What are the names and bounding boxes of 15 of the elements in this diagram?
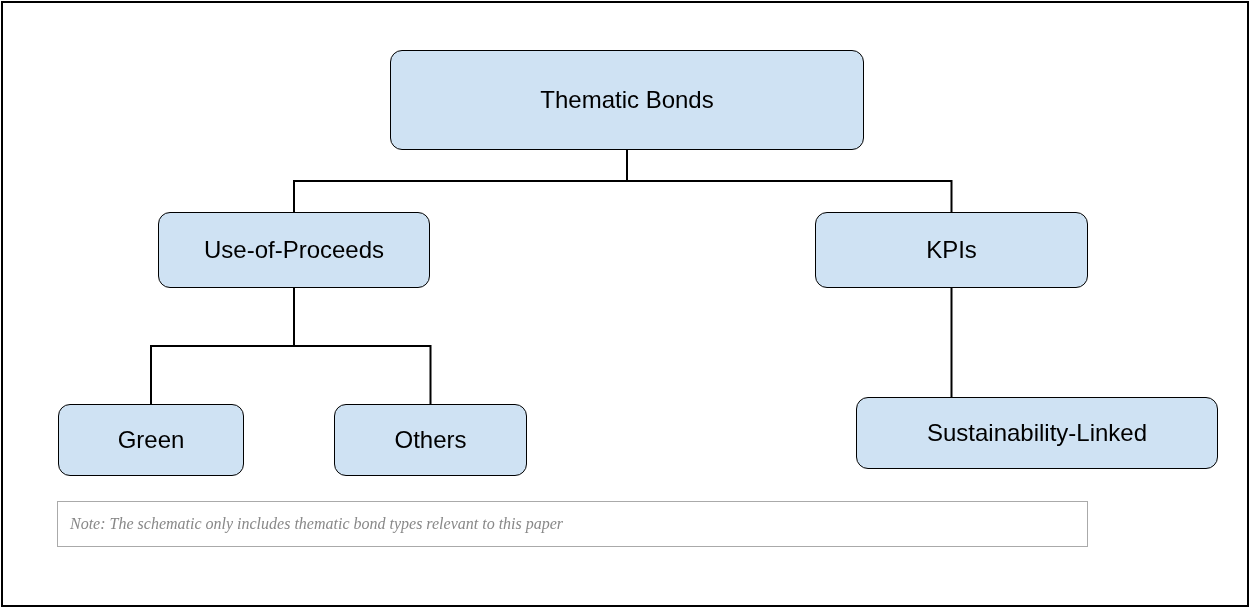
node-label: Thematic Bonds [540,86,714,114]
node-label: Green [117,426,185,454]
category-box [158,212,430,288]
connector-line [293,287,432,405]
node-label: KPIs [926,236,977,264]
node-label: Sustainability-Linked [926,419,1148,447]
connector-line [950,287,953,398]
category-box [58,404,244,476]
category-box [334,404,527,476]
category-box [815,212,1088,288]
category-box [390,50,864,150]
note-text: Note: The schematic only includes thematic bond types relevant to this paper [70,515,564,533]
category-box [856,397,1218,469]
node-label: Others [394,426,467,454]
node-label: Use-of-Proceeds [203,236,385,264]
